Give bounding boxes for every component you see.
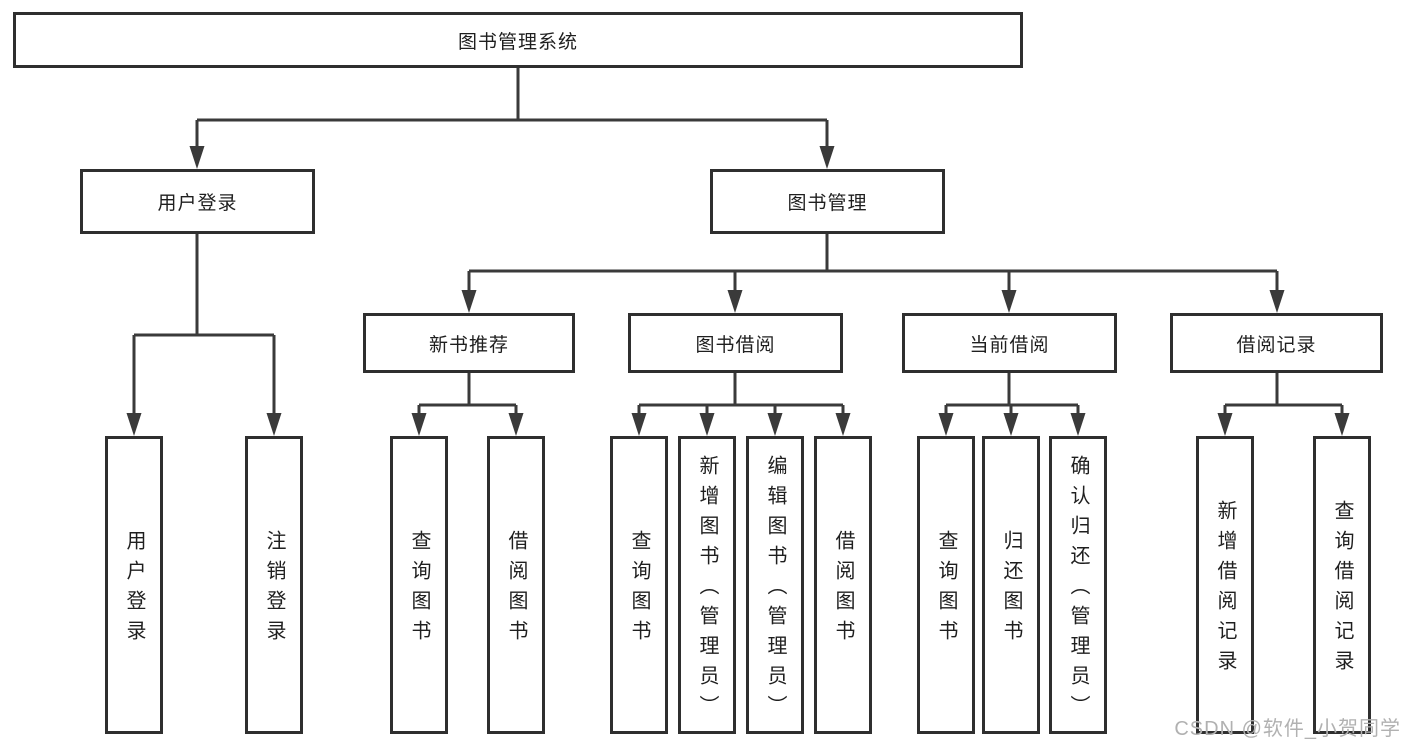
node-book-management: 图书管理 (710, 169, 945, 234)
node-new-book-recommendation-label: 新书推荐 (428, 334, 509, 356)
node-borrowing-records: 借阅记录 (1170, 313, 1383, 373)
leaf-query-books-recommend-label: 查询图书 (408, 530, 430, 650)
node-user-login-label: 用户登录 (157, 193, 238, 214)
leaf-user-login: 用户登录 (105, 436, 163, 734)
leaf-edit-books-admin: 编辑图书（管理员） (746, 436, 804, 734)
node-book-borrowing-label: 图书借阅 (695, 334, 776, 356)
leaf-borrow-books-recommend: 借阅图书 (487, 436, 545, 734)
node-borrowing-records-label: 借阅记录 (1236, 334, 1317, 356)
leaf-user-login-label: 用户登录 (123, 530, 145, 650)
node-new-book-recommendation: 新书推荐 (363, 313, 575, 373)
leaf-borrow-books: 借阅图书 (814, 436, 872, 734)
leaf-confirm-return-admin: 确认归还（管理员） (1049, 436, 1107, 734)
leaf-query-books-borrow: 查询图书 (610, 436, 668, 734)
leaf-return-books: 归还图书 (982, 436, 1040, 734)
leaf-logout: 注销登录 (245, 436, 303, 734)
leaf-query-books-borrow-label: 查询图书 (628, 530, 650, 650)
leaf-add-borrow-record: 新增借阅记录 (1196, 436, 1254, 734)
leaf-add-books-admin-label: 新增图书（管理员） (696, 455, 718, 725)
leaf-edit-books-admin-label: 编辑图书（管理员） (764, 455, 786, 725)
leaf-query-books-recommend: 查询图书 (390, 436, 448, 734)
node-library-system-label: 图书管理系统 (457, 31, 578, 53)
leaf-query-books-current-label: 查询图书 (935, 530, 957, 650)
leaf-query-borrow-record: 查询借阅记录 (1313, 436, 1371, 734)
leaf-confirm-return-admin-label: 确认归还（管理员） (1067, 455, 1089, 725)
leaf-borrow-books-label: 借阅图书 (832, 530, 854, 650)
leaf-query-borrow-record-label: 查询借阅记录 (1331, 500, 1353, 680)
leaf-add-borrow-record-label: 新增借阅记录 (1214, 500, 1236, 680)
leaf-query-books-current: 查询图书 (917, 436, 975, 734)
leaf-logout-label: 注销登录 (263, 530, 285, 650)
leaf-add-books-admin: 新增图书（管理员） (678, 436, 736, 734)
leaf-borrow-books-recommend-label: 借阅图书 (505, 530, 527, 650)
leaf-return-books-label: 归还图书 (1000, 530, 1022, 650)
node-book-borrowing: 图书借阅 (628, 313, 843, 373)
node-library-system: 图书管理系统 (13, 12, 1023, 68)
node-current-borrowing-label: 当前借阅 (969, 334, 1050, 356)
watermark: CSDN @软件_小贺同学 (1174, 718, 1401, 740)
node-book-management-label: 图书管理 (787, 193, 868, 214)
node-user-login: 用户登录 (80, 169, 315, 234)
node-current-borrowing: 当前借阅 (902, 313, 1117, 373)
